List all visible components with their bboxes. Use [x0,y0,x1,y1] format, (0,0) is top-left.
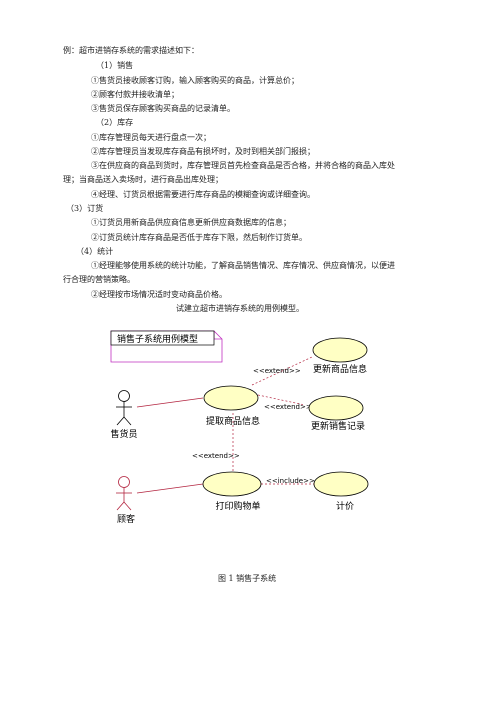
section-heading: （1）销售 [96,61,134,70]
clerk-association [136,397,204,408]
extend-update-sales-line [257,394,306,406]
body-line: 行合理的营销策略。 [63,275,135,284]
actor-clerk-label: 售货员 [110,428,137,440]
include-label: <<include>> [266,477,315,485]
body-line: ①库存管理员每天进行盘点一次； [91,133,211,142]
extend-label: <<extend>> [253,367,301,375]
use-case-update-sales-label: 更新销售记录 [311,420,365,432]
exercise-prompt: 试建立超市进销存系统的用例模型。 [176,304,304,313]
use-case-update-sales [308,395,364,421]
use-case-update-goods [312,337,368,363]
extend-label: <<extend>> [192,452,240,460]
body-line: ②订货员统计库存商品是否低于库存下限，然后制作订货单。 [91,233,307,242]
use-case-pricing [313,471,369,497]
intro-line: 例：超市进销存系统的需求描述如下： [63,46,199,55]
section-heading: （2）库存 [96,118,134,127]
body-line: ①经理能够使用系统的统计功能，了解商品销售情况、库存情况、供应商情况，以便进 [91,261,395,270]
figure-caption: 图 1 销售子系统 [218,574,277,583]
diagram-title: 销售子系统用例模型 [117,333,198,345]
body-line: ①订货员用新商品供应商信息更新供应商数据库的信息； [91,218,291,227]
use-case-print-list [202,471,262,497]
customer-association [136,483,204,494]
body-line: ③在供应商的商品到货时，库存管理员首先检查商品是否合格，并将合格的商品入库处 [91,161,395,170]
body-line: ②顾客付款并接收清单； [91,90,179,99]
actor-customer: 顾客 [116,476,135,525]
section-heading: （4）统计 [76,247,114,256]
body-line: ①售货员接收顾客订购，输入顾客购买的商品，计算总价； [91,76,299,85]
use-case-fetch-goods-label: 提取商品信息 [206,415,260,427]
use-case-print-list-label: 打印购物单 [215,500,260,512]
body-line: ④经理、订货员根据需要进行库存商品的模糊查询或详细查询。 [91,190,315,199]
body-line: ②库存管理员当发现库存商品有损坏时，及时到相关部门报损； [91,147,315,156]
use-case-fetch-goods [203,385,259,411]
use-case-update-goods-label: 更新商品信息 [313,363,367,375]
actor-customer-label: 顾客 [117,513,135,525]
body-line: ③售货员保存顾客购买商品的记录清单。 [91,104,235,113]
extend-label: <<extend>> [264,403,312,411]
section-heading: （3）订货 [66,204,104,213]
body-line: ②经理按市场情况适时变动商品价格。 [91,290,227,299]
extend-update-goods-line [251,356,313,386]
body-line: 理；当商品送入卖场时，进行商品出库处理； [63,175,223,184]
use-case-pricing-label: 计价 [336,500,354,512]
diagram-title-note: 销售子系统用例模型 [110,330,223,363]
actor-clerk: 售货员 [110,390,138,440]
